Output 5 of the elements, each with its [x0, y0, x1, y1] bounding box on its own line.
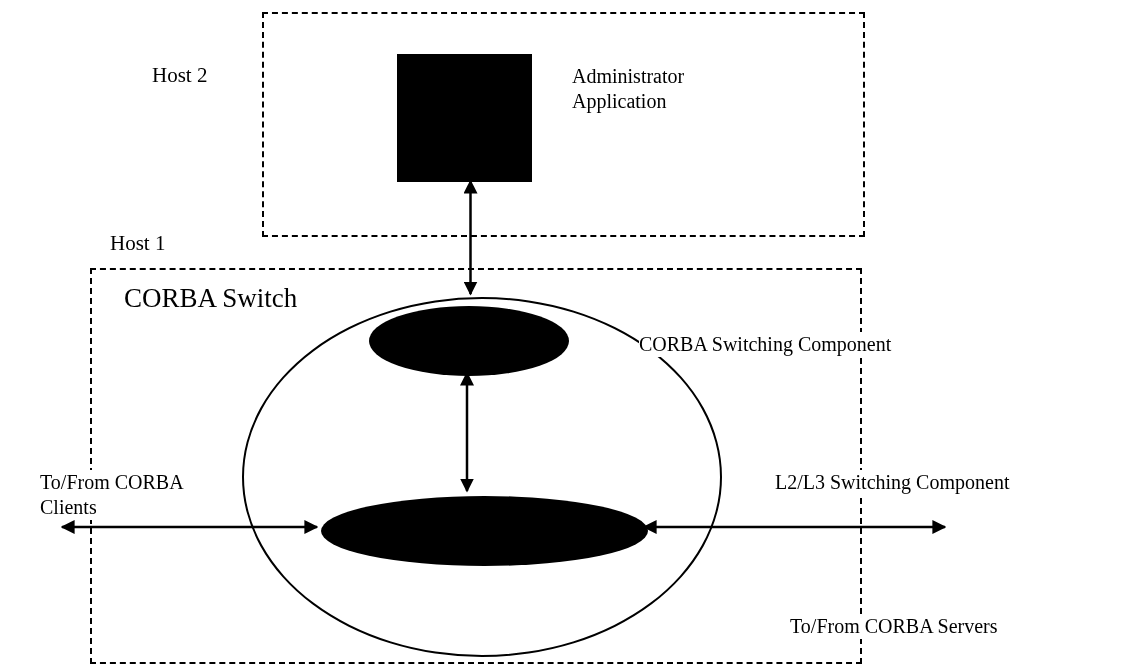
component-caption: CORBA Switching Component	[639, 332, 892, 357]
double-arrow	[642, 520, 947, 534]
component-block	[397, 54, 532, 182]
component-label: L2/L3 Switching Component	[775, 470, 1010, 495]
double-arrow	[60, 520, 319, 534]
